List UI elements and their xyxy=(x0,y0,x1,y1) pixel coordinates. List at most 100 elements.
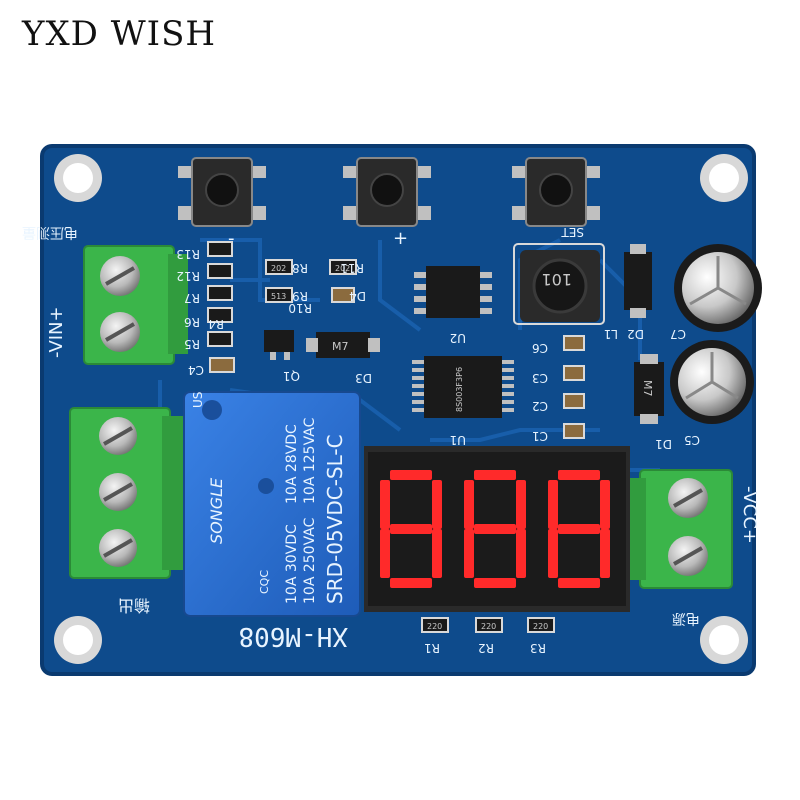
mounting-hole-bottom-right xyxy=(700,616,748,664)
resistor-r3: 220 xyxy=(527,617,555,633)
ref-d1: D1 xyxy=(655,437,672,451)
relay-rating-3: 10A 125VAC xyxy=(302,417,318,504)
resistor-r1: 220 xyxy=(421,617,449,633)
digit-2-segment-b xyxy=(516,480,526,529)
svg-text:101: 101 xyxy=(541,270,572,289)
svg-text:M7: M7 xyxy=(332,340,349,353)
button-set[interactable] xyxy=(512,157,600,227)
brand-watermark: YXD WISH xyxy=(22,14,217,54)
ref-c4: C4 xyxy=(188,363,204,377)
ref-r11: R11 xyxy=(340,261,364,275)
digit-2-segment-d xyxy=(474,578,516,588)
ref-d4: D4 xyxy=(349,289,366,303)
svg-text:202: 202 xyxy=(335,264,350,273)
mounting-hole-top-left xyxy=(54,154,102,202)
digit-3-segment-e xyxy=(548,529,558,578)
button-set-label: SET xyxy=(561,225,584,239)
electrolytic-capacitor-c7 xyxy=(674,244,762,332)
ic-u1-marking: 8S003F3P6 xyxy=(455,367,464,412)
digit-1-segment-f xyxy=(380,480,390,529)
digit-1-segment-b xyxy=(432,480,442,529)
diode-d2 xyxy=(624,244,652,318)
output-chinese-label: 输出 xyxy=(118,596,150,615)
display-digits xyxy=(380,470,610,588)
ref-r5: R5 xyxy=(184,337,200,351)
relay-brand: SONGLE xyxy=(207,477,226,544)
ref-d2: D2 xyxy=(627,327,644,341)
ref-r10: R10 xyxy=(288,301,312,315)
smd-resistor-row: 202 513 202 xyxy=(265,259,357,303)
mounting-hole-top-right xyxy=(700,154,748,202)
button-minus[interactable] xyxy=(178,157,266,227)
digit-1-segment-d xyxy=(390,578,432,588)
ref-r7: R7 xyxy=(184,291,200,305)
svg-text:202: 202 xyxy=(271,264,286,273)
ref-c5: C5 xyxy=(684,433,700,447)
digit-2-segment-c xyxy=(516,529,526,578)
ref-q1: Q1 xyxy=(283,369,300,383)
digit-1-segment-c xyxy=(432,529,442,578)
ref-r3: R3 xyxy=(530,641,546,655)
diode-d3: M7 xyxy=(306,332,380,358)
svg-text:513: 513 xyxy=(271,292,286,301)
digit-1-segment-e xyxy=(380,529,390,578)
svg-text:220: 220 xyxy=(427,622,442,631)
digit-3-segment-d xyxy=(558,578,600,588)
relay-cert: CQC xyxy=(258,570,271,594)
ref-l1: L1 xyxy=(604,327,618,341)
ic-u2 xyxy=(414,266,492,318)
vcc-polarity-label: -VCC+ xyxy=(739,486,760,544)
digit-1-segment-a xyxy=(390,470,432,480)
ref-r4: R4 xyxy=(208,317,224,331)
ref-r6: R6 xyxy=(184,315,200,329)
terminal-block-vcc[interactable] xyxy=(626,469,733,589)
relay-rating-1: 10A 250VAC xyxy=(302,517,318,604)
ref-u2: U2 xyxy=(450,331,466,345)
inductor-l1: 101 xyxy=(513,243,605,325)
mounting-hole-bottom-left xyxy=(54,616,102,664)
relay-printing: SRD-05VDC-SL-C 10A 250VAC 10A 30VDC 10A … xyxy=(191,392,347,604)
digit-2-segment-g xyxy=(474,524,516,534)
relay-rating-4: 10A 28VDC xyxy=(284,424,300,504)
svg-text:M7: M7 xyxy=(641,380,654,397)
digit-3-segment-b xyxy=(600,480,610,529)
vin-polarity-label: -VIN+ xyxy=(46,306,67,358)
transistor-q1 xyxy=(264,330,294,360)
ic-u1: 8S003F3P6 xyxy=(412,356,514,418)
ref-r1: R1 xyxy=(424,641,440,655)
relay-model: SRD-05VDC-SL-C xyxy=(323,434,347,604)
button-plus-label: + xyxy=(393,228,408,249)
resistor-r2: 220 xyxy=(475,617,503,633)
digit-2-segment-e xyxy=(464,529,474,578)
relay-us-mark: US xyxy=(191,392,205,408)
relay-rating-2: 10A 30VDC xyxy=(284,524,300,604)
digit-3-segment-c xyxy=(600,529,610,578)
digit-2-segment-f xyxy=(464,480,474,529)
button-minus-label: - xyxy=(228,228,235,249)
terminal-block-vin[interactable] xyxy=(83,245,188,365)
vin-chinese-label: 电压测量 xyxy=(22,224,78,240)
ref-r8: R8 xyxy=(292,261,308,275)
svg-text:220: 220 xyxy=(481,622,496,631)
ref-c7: C7 xyxy=(670,327,686,341)
digit-1-segment-g xyxy=(390,524,432,534)
ref-r9: R9 xyxy=(292,289,308,303)
relay xyxy=(183,391,361,617)
smd-capacitors xyxy=(563,335,585,439)
electrolytic-capacitor-c5 xyxy=(670,340,754,424)
ref-r2: R2 xyxy=(478,641,494,655)
digit-3-segment-a xyxy=(558,470,600,480)
button-plus[interactable] xyxy=(343,157,431,227)
digit-3-segment-g xyxy=(558,524,600,534)
model-label: XH-M608 xyxy=(238,621,348,651)
ref-r13: R13 xyxy=(176,247,200,261)
terminal-block-output[interactable] xyxy=(69,407,184,579)
ref-d3: D3 xyxy=(355,371,372,385)
smd-left-column xyxy=(207,241,235,373)
digit-2-segment-a xyxy=(474,470,516,480)
ref-c6: C6 xyxy=(532,341,548,355)
ref-c2: C2 xyxy=(532,399,548,413)
ref-c3: C3 xyxy=(532,371,548,385)
